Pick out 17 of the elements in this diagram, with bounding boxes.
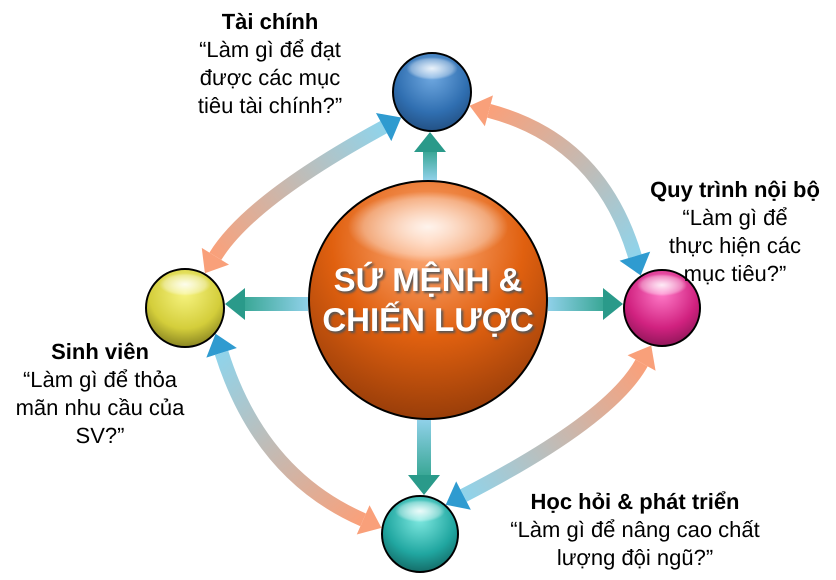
question-text: “Làm gì để thỏa mãn nhu cầu của SV?” xyxy=(15,366,185,450)
question-text: “Làm gì để thực hiện các mục tiêu?” xyxy=(668,204,802,288)
curved-double-arrow xyxy=(202,113,402,273)
block-arrow xyxy=(225,288,308,320)
curved-double-arrow xyxy=(206,334,382,534)
block-arrow xyxy=(414,132,446,180)
heading: Quy trình nội bộ xyxy=(649,176,821,204)
question-text: “Làm gì để nâng cao chất lượng đội ngũ?” xyxy=(509,516,761,572)
heading: Sinh viên xyxy=(50,338,150,366)
heading: Tài chính xyxy=(220,8,320,36)
question-text: “Làm gì để đạt được các mục tiêu tài chính?” xyxy=(196,36,344,120)
curved-double-arrow xyxy=(446,346,656,510)
heading: Học hỏi & phát triển xyxy=(530,488,740,516)
block-arrow xyxy=(548,288,623,320)
curved-double-arrow xyxy=(470,96,650,276)
sphere-label: SỨ MỆNH & CHIẾN LƯỢC xyxy=(321,260,535,340)
block-arrow xyxy=(408,420,440,495)
